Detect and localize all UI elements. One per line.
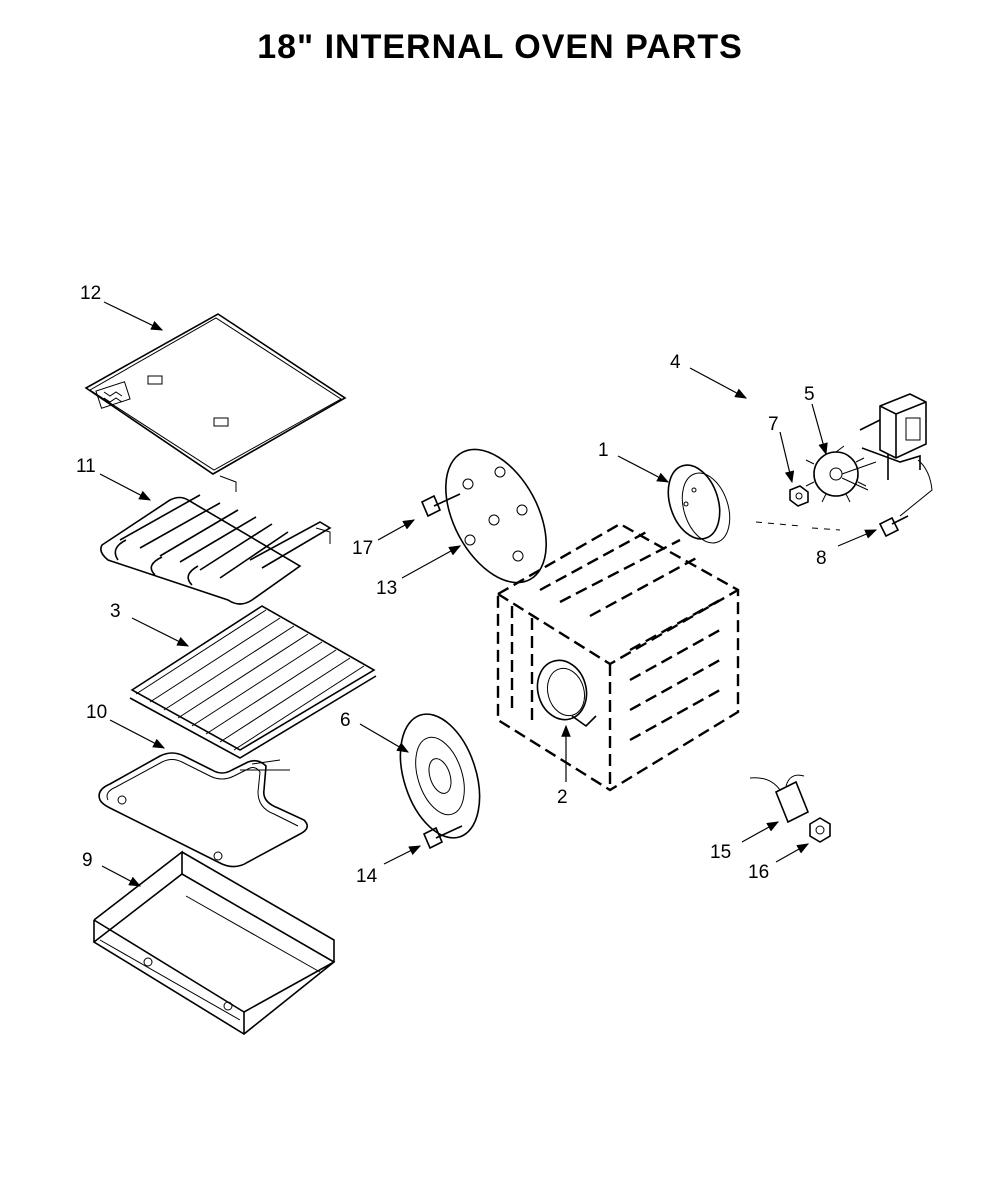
- callout-16: 16: [748, 862, 769, 883]
- callout-17: 17: [352, 538, 373, 559]
- oven-rack: [129, 605, 377, 759]
- callout-2: 2: [557, 787, 568, 808]
- drip-tray: [92, 850, 336, 1035]
- screw-8: [878, 515, 909, 538]
- oven-bottom-panel: [84, 313, 347, 475]
- bake-element: [98, 752, 308, 868]
- callout-1: 1: [598, 440, 609, 461]
- callout-6: 6: [340, 710, 351, 731]
- page-title: 18" INTERNAL OVEN PARTS: [257, 28, 743, 66]
- convection-motor-assembly: [755, 393, 933, 531]
- nut-7: [789, 485, 809, 507]
- broil-element: [100, 475, 332, 605]
- callout-13: 13: [376, 578, 397, 599]
- callout-14: 14: [356, 866, 378, 887]
- callout-3: 3: [110, 601, 121, 622]
- callout-12: 12: [80, 283, 101, 304]
- fan-cover-plate: [445, 448, 547, 584]
- insulation-disc: [667, 464, 731, 544]
- nut-16: [809, 817, 831, 843]
- fan-blade: [805, 443, 877, 503]
- screw-14: [422, 825, 463, 850]
- callout-5: 5: [804, 384, 815, 405]
- sensor: [749, 774, 810, 824]
- callout-7: 7: [768, 414, 779, 435]
- callout-4: 4: [670, 352, 681, 373]
- screw-17: [420, 493, 461, 518]
- callout-11: 11: [76, 456, 96, 477]
- oven-cavity: [496, 522, 740, 792]
- leader-lines: [99, 301, 878, 887]
- callout-9: 9: [82, 850, 93, 871]
- callout-8: 8: [816, 548, 827, 569]
- fan-baffle: [399, 713, 481, 839]
- callout-15: 15: [710, 842, 731, 863]
- callout-10: 10: [86, 702, 107, 723]
